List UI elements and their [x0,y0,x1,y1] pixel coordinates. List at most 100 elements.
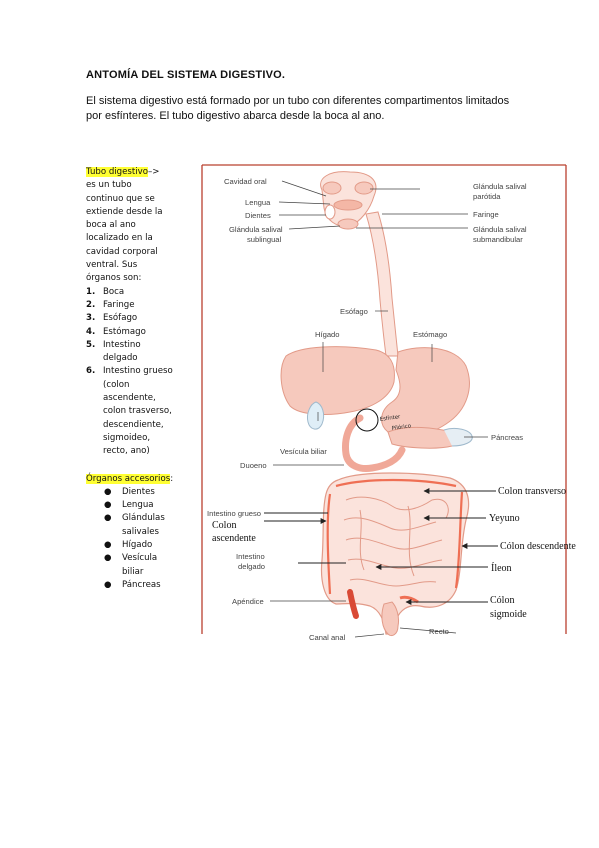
bullet-icon: ● [104,513,112,524]
list-item: 1. Boca [86,286,196,299]
label-intestino-grueso: Intestino grueso [207,509,261,518]
leader-lines [270,180,488,638]
bullet-icon: ● [104,540,112,551]
list-number: 2. [86,299,96,310]
list-text: Estómago [103,326,146,337]
tube-desc-line: continuo que se [86,193,155,204]
list-text: sigmoideo, [103,432,151,443]
label-vesicula-biliar: Vesícula biliar [280,447,327,456]
bullet-icon: ● [104,500,112,511]
tube-desc-line: es un tubo [86,180,132,191]
list-item: 6. Intestino grueso (colon ascendente, c… [86,365,196,458]
tube-desc-line: localizado en la [86,233,153,244]
list-number: 1. [86,286,96,297]
pyloric-sphincter-circle [355,408,379,432]
bullet-icon: ● [104,553,112,564]
label-estomago: Estómago [413,330,447,339]
list-number: 4. [86,326,96,337]
tongue-shape [333,199,363,211]
organ-list-column: Tubo digestivo–> es un tubo continuo que… [86,166,196,592]
descending-colon-line [454,491,464,589]
list-text: descendiente, [103,419,164,430]
list-text: recto, ano) [103,446,150,457]
handwritten-note: Esfínter [379,413,401,423]
list-number: 5. [86,339,96,350]
list-item: ● Vesícula biliar [86,552,196,579]
esophagus-shape [365,211,399,357]
label-canal-anal: Canal anal [309,633,346,642]
label-cavidad-oral: Cavidad oral [224,177,267,186]
label-lengua: Lengua [245,198,271,207]
list-text: delgado [103,353,138,364]
label-colon-ascendente: Colon [212,520,236,531]
label-higado: Hígado [315,330,340,339]
ascending-colon-line [326,493,332,595]
label-colon-transverso: Colon transverso [498,486,566,497]
tube-heading-line: Tubo digestivo–> [86,166,196,179]
page-title: ANTOMÍA DEL SISTEMA DIGESTIVO. [86,69,286,81]
mouth-region [320,171,377,230]
stomach-shape [381,347,470,437]
accessory-heading-line: Órganos accesorios: [86,473,196,486]
tube-desc-line: extiende desde la [86,206,163,217]
duodenum-shape [342,414,406,472]
label-duodeno: Duoeno [240,461,267,470]
list-text: Intestino [103,339,141,350]
label-glandula-parotida: Glándula salival [473,182,527,191]
sublingual-gland [337,218,359,230]
tube-desc-line: cavidad corporal [86,246,158,257]
label-colon-sigmoide: Cólon [490,595,514,606]
list-item: 4. Estómago [86,326,196,339]
label-pancreas: Páncreas [491,433,523,442]
label-colon-sigmoide: sigmoide [490,609,527,620]
accessory-heading: Órganos accesorios [86,473,171,484]
list-number: 6. [86,366,96,377]
intro-paragraph: El sistema digestivo está formado por un… [86,94,526,124]
teeth-shape [324,204,336,220]
list-item: 5. Intestino delgado [86,339,196,366]
list-item: 3.Esófago [86,312,196,325]
list-text: biliar [122,566,144,577]
sigmoid-colon-line [399,595,419,604]
tube-desc-line: ventral. Sus [86,260,138,271]
parotid-gland [322,181,342,195]
liver-shape [280,346,395,415]
label-glandula-sublingual: Glándula salival [229,225,283,234]
tube-heading: Tubo digestivo [86,167,148,177]
small-intestine-coils [343,496,449,587]
tube-desc-line: boca al ano [86,220,136,231]
label-esofago: Esófago [340,307,368,316]
label-glandula-sublingual: sublingual [247,235,282,244]
list-text: Faringe [103,299,135,310]
list-text: Vesícula [122,553,158,564]
tube-arrow: –> [148,167,160,177]
handwritten-note: Pilórico [391,422,411,432]
list-text: Intestino grueso [103,366,173,377]
list-text: Lengua [122,500,154,511]
label-dientes: Dientes [245,211,271,220]
label-colon-descendente: Cólon descendente [500,541,576,552]
label-apendice: Apéndice [232,597,264,606]
list-item: ●Dientes [86,486,196,499]
tube-description: es un tubo continuo que se extiende desd… [86,179,196,285]
list-item: 2. Faringe [86,299,196,312]
label-intestino-delgado: Intestino [236,552,265,561]
bullet-icon: ● [104,579,112,590]
label-faringe: Faringe [473,210,499,219]
list-item: ● Hígado [86,539,196,552]
transverse-colon-line [335,478,457,488]
list-item: ●Páncreas [86,579,196,592]
accessory-colon: : [170,473,174,484]
list-text: Dientes [122,486,155,497]
label-ileon: Íleon [491,562,512,574]
tube-desc-line: órganos son: [86,273,142,284]
list-text: Esófago [103,313,138,324]
list-text: ascendente, [103,393,156,404]
list-text: Hígado [122,540,153,551]
label-yeyuno: Yeyuno [489,513,520,524]
list-text: Boca [103,286,125,297]
label-colon-ascendente: ascendente [212,533,256,544]
list-text: Glándulas [122,513,165,524]
